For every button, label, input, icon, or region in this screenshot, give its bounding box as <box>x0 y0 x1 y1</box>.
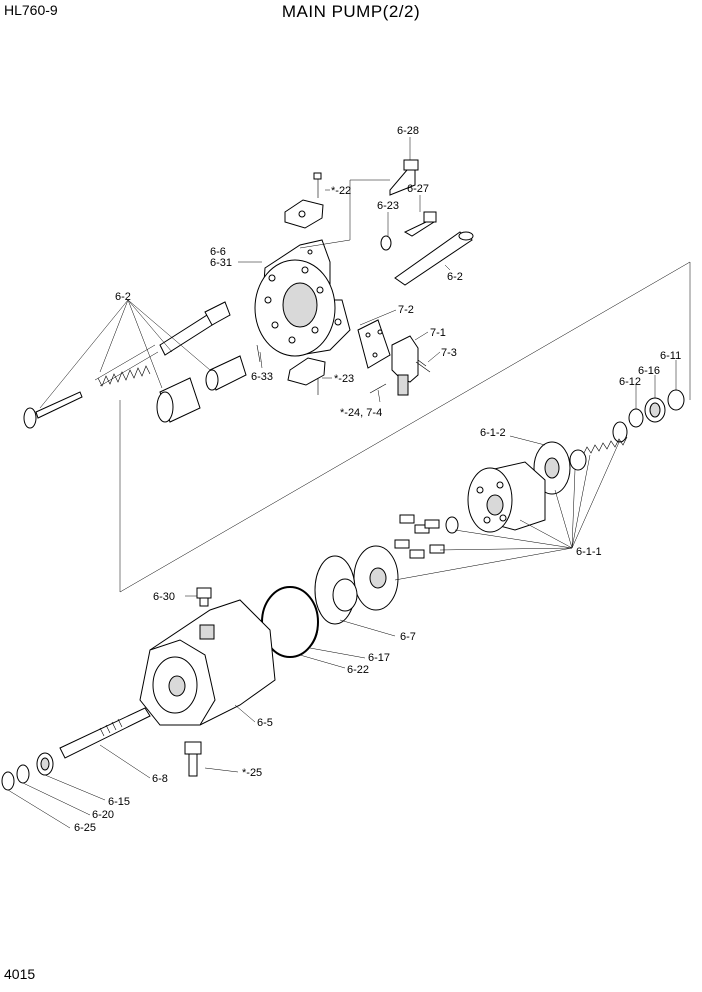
rod-6-2 <box>23 391 83 429</box>
spring-6-1 <box>582 436 628 456</box>
seal-ring-6-11 <box>667 389 685 411</box>
callout-7-3: 7-3 <box>441 347 457 359</box>
callout-6-8: 6-8 <box>152 773 168 785</box>
callout-7-1: 7-1 <box>430 327 446 339</box>
callout-6-30: 6-30 <box>153 591 175 603</box>
callout-6-2-left: 6-2 <box>115 291 131 303</box>
model-label: HL760-9 <box>4 2 58 18</box>
bolt-6-28 <box>389 159 419 196</box>
callout-25: *-25 <box>242 767 262 779</box>
callout-6-1-1: 6-1-1 <box>576 546 602 558</box>
washer-6-1 <box>569 449 587 471</box>
callout-6-15: 6-15 <box>108 796 130 808</box>
callout-22: *-22 <box>331 185 351 197</box>
retainer-plate-6-1 <box>353 545 399 611</box>
washer-6-23 <box>380 235 392 251</box>
callout-6-23: 6-23 <box>377 200 399 212</box>
callout-6-27: 6-27 <box>407 183 429 195</box>
cover-plate-lower <box>287 357 326 386</box>
drive-shaft-6-8 <box>59 707 151 759</box>
bolt-6-27 <box>403 211 437 237</box>
callout-6-20: 6-20 <box>92 809 114 821</box>
spring-6-2 <box>94 344 159 387</box>
bearing-6-15 <box>36 752 54 776</box>
screw-22 <box>313 172 322 198</box>
callout-6-12: 6-12 <box>619 376 641 388</box>
assembly-outline <box>119 261 691 593</box>
callout-6-6: 6-6 <box>210 246 226 258</box>
leader-lines <box>7 137 677 829</box>
ring-6-12 <box>628 408 644 428</box>
callout-6-7: 6-7 <box>400 631 416 643</box>
page-title: MAIN PUMP(2/2) <box>281 2 421 21</box>
callout-6-17: 6-17 <box>368 652 390 664</box>
pin-24 <box>369 383 387 394</box>
pin-6-2-left <box>159 301 231 356</box>
callout-labels: 6-28 *-22 6-27 6-23 6-6 6-31 6-2 6-2 7-2… <box>74 125 681 834</box>
regulator-valve-7-1 <box>391 335 427 396</box>
screw-7-3 <box>415 361 431 373</box>
snap-ring-6-25 <box>1 771 15 791</box>
callout-6-31: 6-31 <box>210 257 232 269</box>
callout-23: *-23 <box>334 373 354 385</box>
plug-6-30 <box>196 587 212 607</box>
callout-6-25: 6-25 <box>74 822 96 834</box>
piston-6-2 <box>205 355 247 391</box>
bolt-25 <box>184 741 202 777</box>
callout-7-2: 7-2 <box>398 304 414 316</box>
pistons-6-1 <box>394 514 459 559</box>
callout-6-11: 6-11 <box>660 350 681 362</box>
pin-6-2-right <box>394 231 474 286</box>
pump-head-block <box>254 239 351 357</box>
callout-6-5: 6-5 <box>257 717 273 729</box>
sleeve-6-2 <box>156 377 201 423</box>
callout-6-16: 6-16 <box>638 365 660 377</box>
ring-6-20 <box>16 764 30 784</box>
callout-24-7-4: *-24, 7-4 <box>340 407 382 419</box>
pump-casing-6-5 <box>139 599 276 726</box>
swash-plate-6-7 <box>314 555 358 625</box>
callout-6-1-2: 6-1-2 <box>480 427 506 439</box>
cylinder-block-6-1 <box>467 461 546 533</box>
gasket-7-2 <box>357 319 391 369</box>
pin-6-33 <box>256 344 261 363</box>
callout-6-33: 6-33 <box>251 371 273 383</box>
callout-6-22: 6-22 <box>347 664 369 676</box>
o-ring-6-1 <box>612 421 628 443</box>
callout-6-2-right: 6-2 <box>447 271 463 283</box>
page-number: 4015 <box>4 966 36 982</box>
callout-6-28: 6-28 <box>397 125 419 137</box>
